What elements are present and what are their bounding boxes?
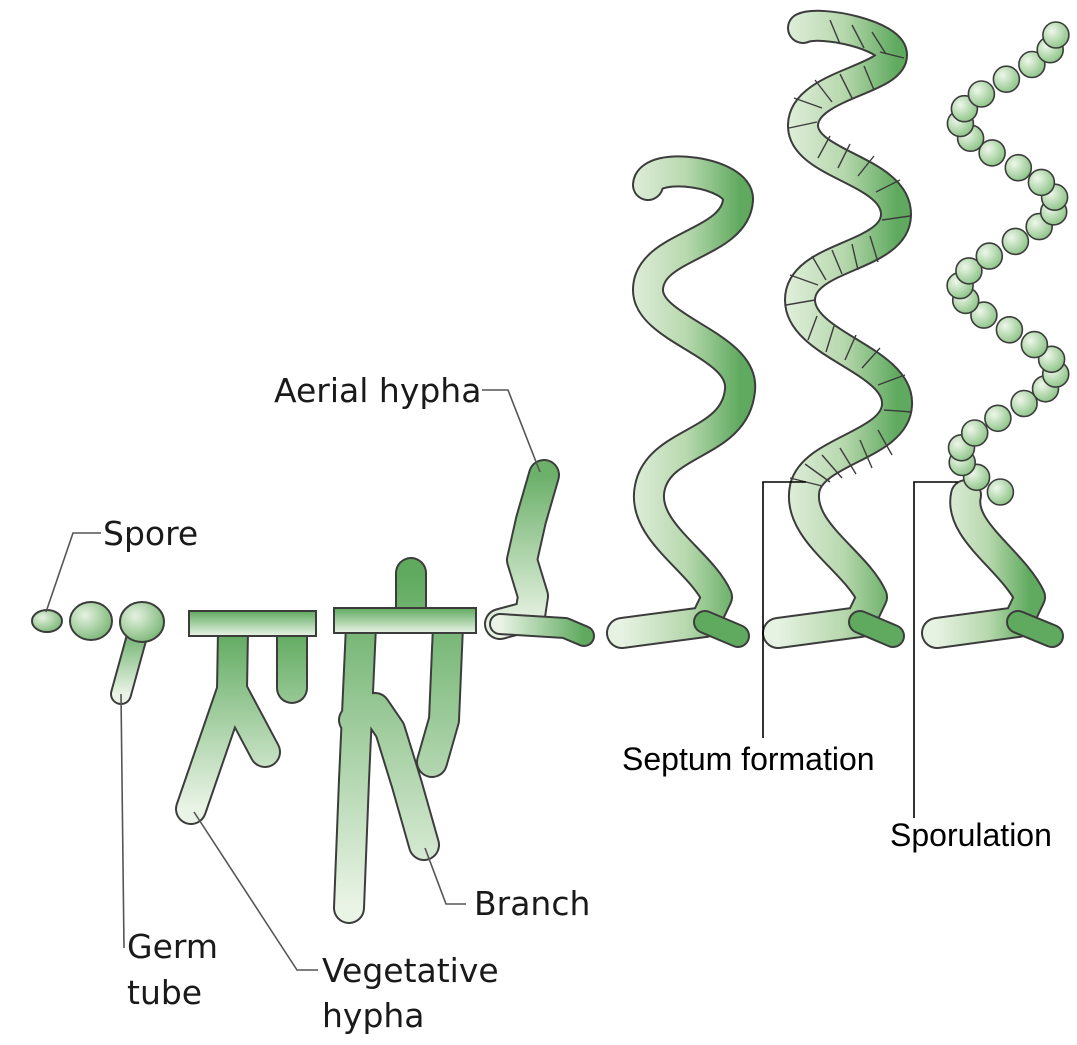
label-germ-tube-line1: Germ xyxy=(127,927,218,966)
label-vegetative-line1: Vegetative xyxy=(322,951,499,990)
germinating-spore xyxy=(120,602,164,694)
spore-bead xyxy=(968,81,994,107)
label-aerial-hypha: Aerial hypha xyxy=(274,371,481,410)
label-germ-tube-line2: tube xyxy=(127,973,202,1012)
spore xyxy=(32,610,62,632)
aerial-leader xyxy=(482,390,540,472)
spore-bead xyxy=(962,420,988,446)
germ-tube-leader xyxy=(121,694,124,948)
spore-bead xyxy=(976,243,1002,269)
vegetative-mycelium-1 xyxy=(189,611,316,809)
vegetative-mycelium-2 xyxy=(334,573,476,908)
spore-chain xyxy=(947,22,1069,505)
spore-bead xyxy=(985,405,1011,431)
coiled-aerial-hypha xyxy=(622,171,740,636)
label-spore: Spore xyxy=(103,514,198,553)
label-vegetative-line2: hypha xyxy=(322,996,425,1035)
label-branch: Branch xyxy=(474,884,590,923)
sporulating-aerial-hypha xyxy=(937,22,1069,636)
spore-bead xyxy=(1002,228,1028,254)
spore-bead xyxy=(1043,22,1069,48)
swollen-spore xyxy=(70,602,112,640)
spore-bead xyxy=(1021,332,1047,358)
spore-bead xyxy=(993,66,1019,92)
spore-bead xyxy=(1028,169,1054,195)
spore-bead xyxy=(987,479,1013,505)
spore-bead xyxy=(996,317,1022,343)
spore-bead xyxy=(1005,155,1031,181)
label-sporulation: Sporulation xyxy=(890,817,1052,853)
spore-leader xyxy=(46,533,101,612)
spore-stage xyxy=(32,602,112,640)
septating-aerial-hypha xyxy=(778,20,912,636)
label-septum-formation: Septum formation xyxy=(622,741,875,777)
young-aerial-hypha xyxy=(500,475,584,636)
sporulation-leader xyxy=(914,482,958,818)
